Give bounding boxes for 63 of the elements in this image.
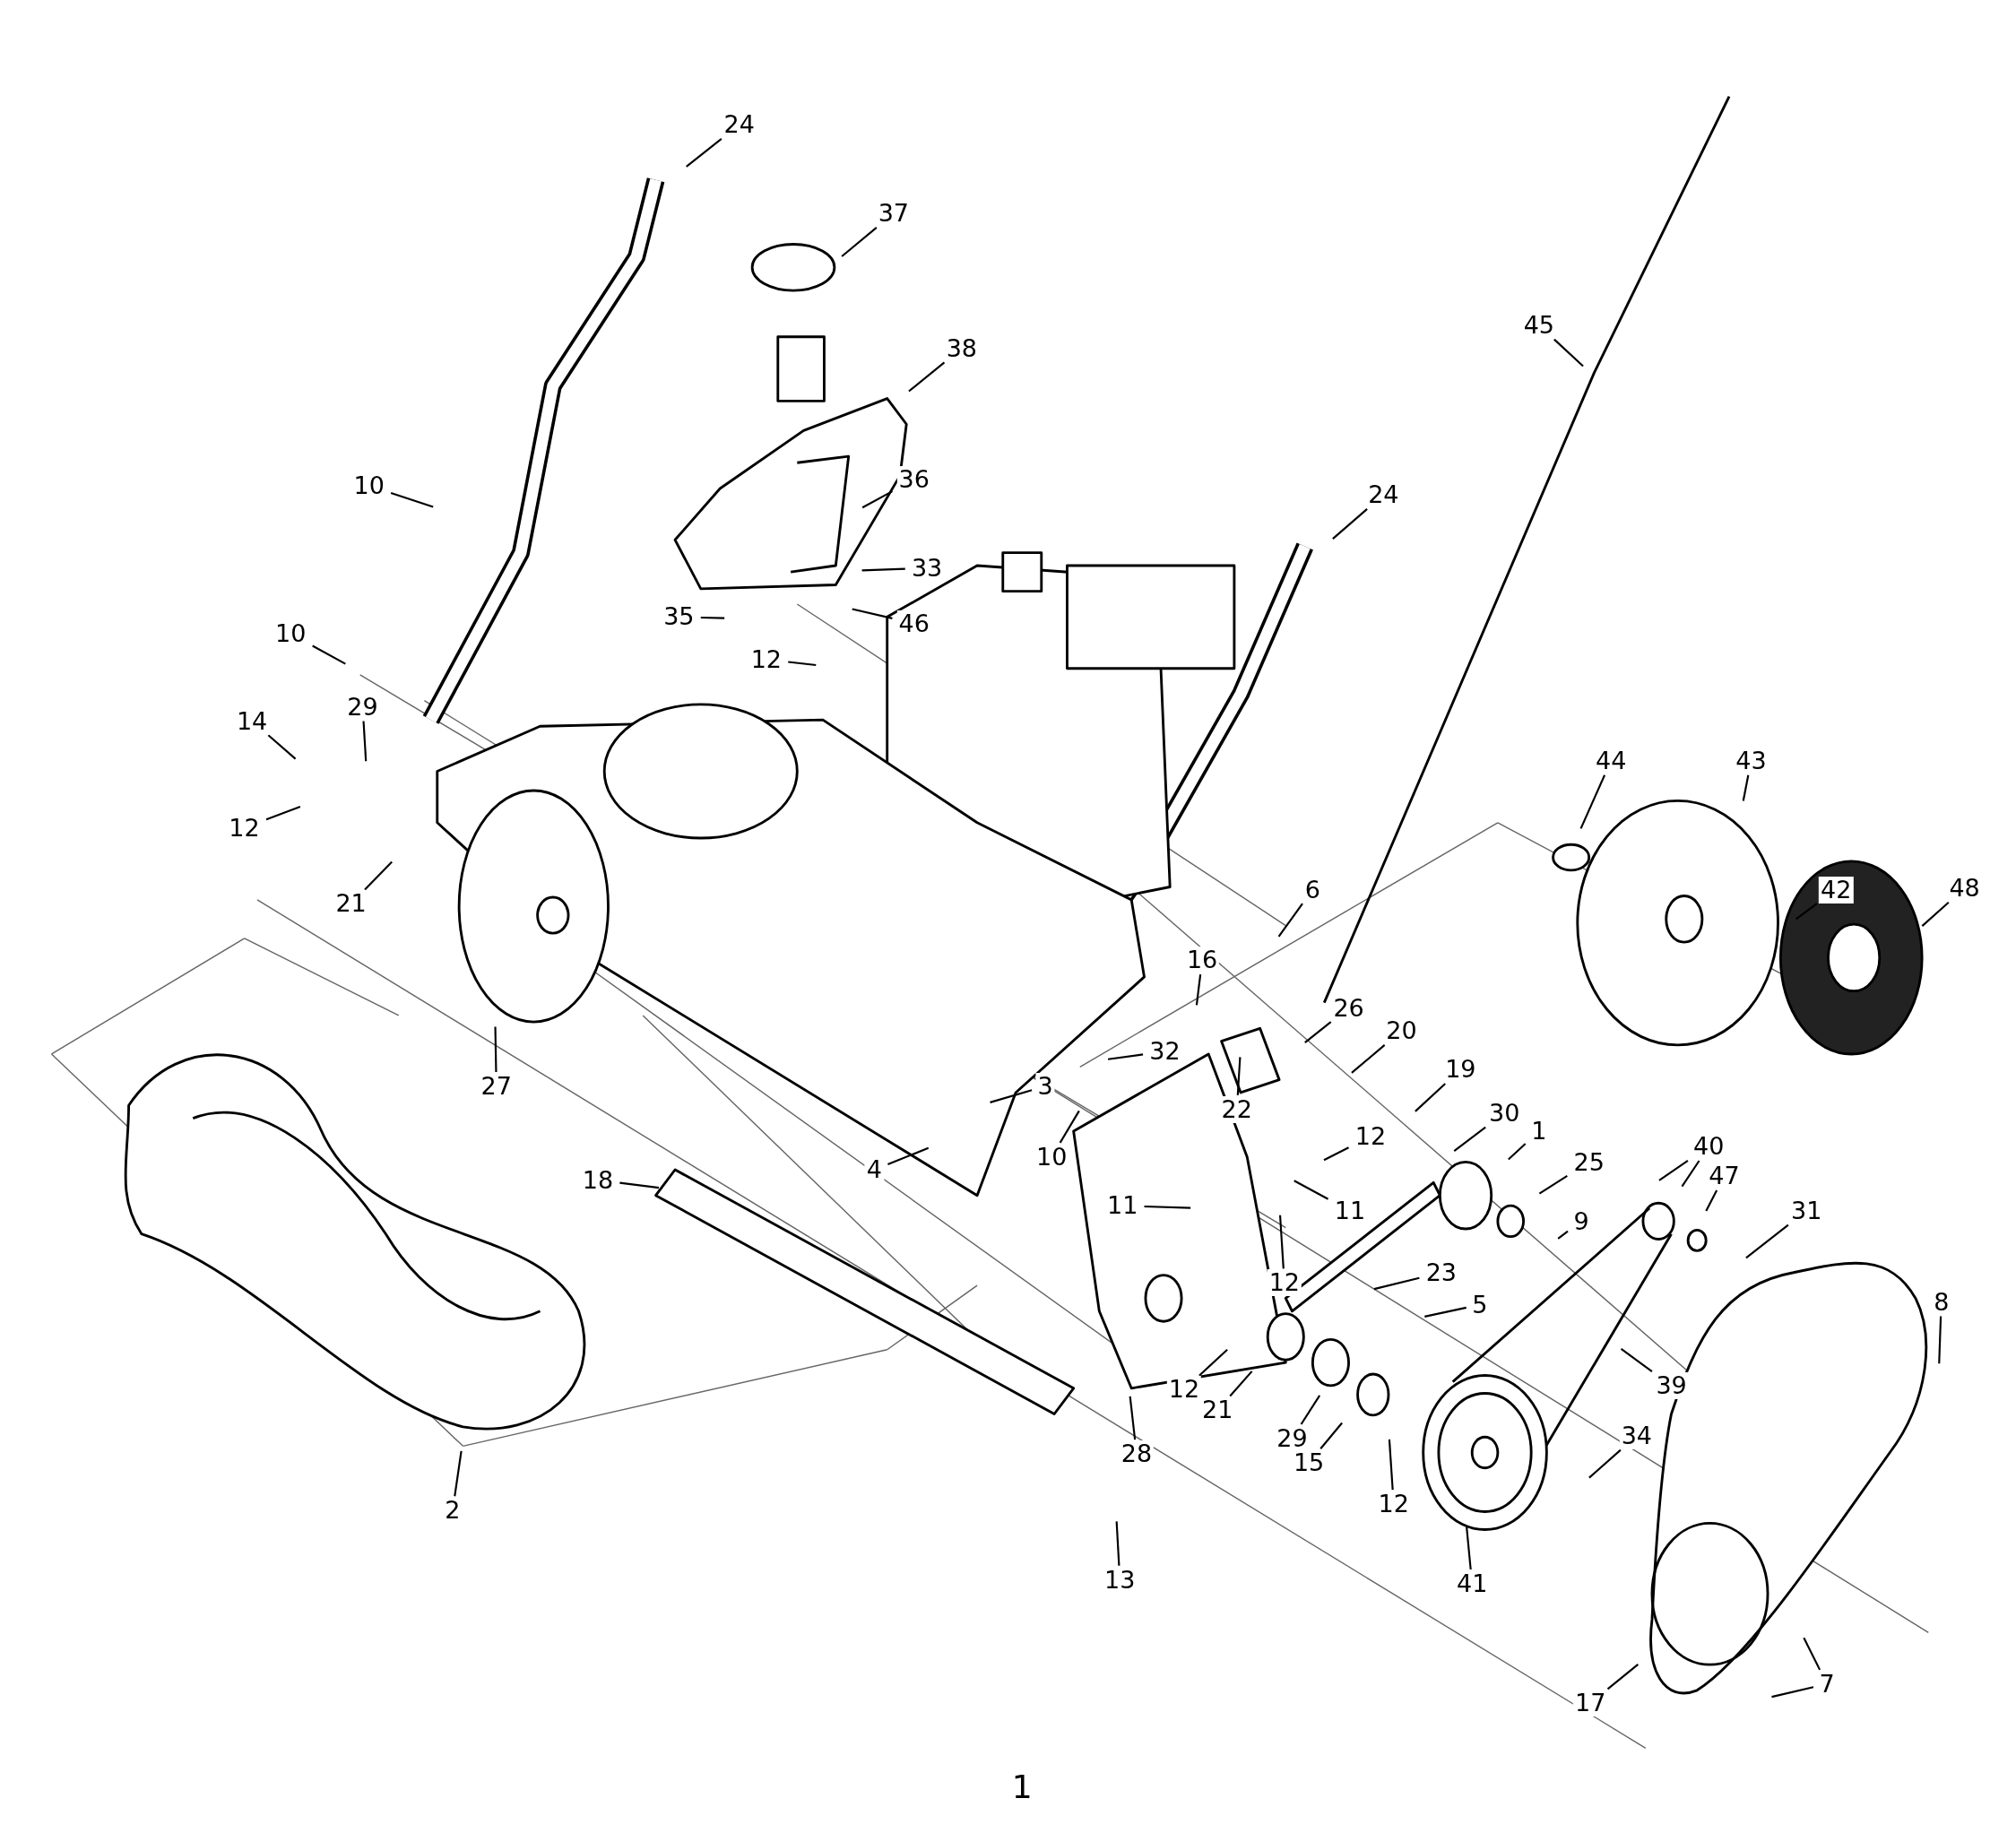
leader-line xyxy=(1466,1526,1472,1570)
leader-line xyxy=(1921,901,1950,927)
leader-line xyxy=(454,1450,463,1497)
leader-line xyxy=(1508,1143,1527,1161)
leader-line xyxy=(1388,1439,1394,1491)
leader-line xyxy=(1278,1215,1285,1269)
leader-line xyxy=(1938,1316,1942,1364)
leader-line xyxy=(1319,1422,1343,1449)
leader-line xyxy=(619,1181,660,1189)
leader-line xyxy=(887,1146,930,1165)
leader-line xyxy=(1606,1664,1640,1690)
leader-line xyxy=(312,644,346,665)
leader-line xyxy=(1277,903,1303,938)
leader-line xyxy=(267,734,297,760)
callout-number: 12 xyxy=(1267,1269,1302,1297)
leader-line xyxy=(1332,508,1368,540)
leader-line xyxy=(1415,1083,1446,1112)
leader-line xyxy=(700,616,725,619)
leader-line xyxy=(1300,1395,1321,1425)
leader-line xyxy=(1059,1110,1080,1144)
leader-line xyxy=(852,608,893,619)
leader-line xyxy=(841,227,878,257)
leader-line xyxy=(1323,1146,1350,1162)
leader-line xyxy=(1557,1230,1569,1240)
leader-line xyxy=(1658,1160,1689,1181)
leader-line xyxy=(1198,1349,1228,1377)
leader-line xyxy=(1579,774,1606,829)
leader-line xyxy=(1588,1448,1622,1479)
leader-line xyxy=(1129,1396,1137,1440)
leader-line xyxy=(1115,1521,1120,1566)
leader-line xyxy=(1803,1637,1821,1671)
leader-line xyxy=(1620,1348,1653,1373)
callout-number: 42 xyxy=(1819,876,1854,904)
leader-line xyxy=(1144,1205,1191,1209)
leader-line xyxy=(265,805,301,821)
leader-line xyxy=(1195,973,1202,1006)
leader-line xyxy=(1681,1160,1700,1188)
leader-line xyxy=(908,361,946,393)
leader-line xyxy=(390,492,434,508)
leader-line xyxy=(1304,1021,1332,1043)
leader-line xyxy=(861,490,893,509)
leader-line xyxy=(1373,1276,1420,1291)
leader-line xyxy=(362,721,368,762)
leader-line xyxy=(364,860,393,891)
leader-line xyxy=(1453,1126,1486,1152)
leader-line xyxy=(1236,1057,1242,1095)
leader-line xyxy=(990,1089,1033,1103)
leader-line xyxy=(686,138,722,168)
leader-line xyxy=(1107,1053,1144,1060)
leader-line xyxy=(1424,1306,1467,1318)
leader-line xyxy=(1742,774,1750,801)
leader-line xyxy=(1538,1175,1568,1195)
leader-line xyxy=(1294,1180,1329,1200)
leader-line xyxy=(1771,1686,1814,1699)
leader-line xyxy=(1795,903,1818,921)
leader-line xyxy=(1745,1223,1789,1259)
leader-line xyxy=(494,1026,498,1073)
leader-line xyxy=(1553,338,1584,367)
leader-line xyxy=(861,567,905,572)
leader-line xyxy=(788,661,817,667)
leader-line xyxy=(1705,1189,1718,1212)
leader-line xyxy=(1229,1370,1253,1397)
leader-line xyxy=(1351,1044,1386,1074)
